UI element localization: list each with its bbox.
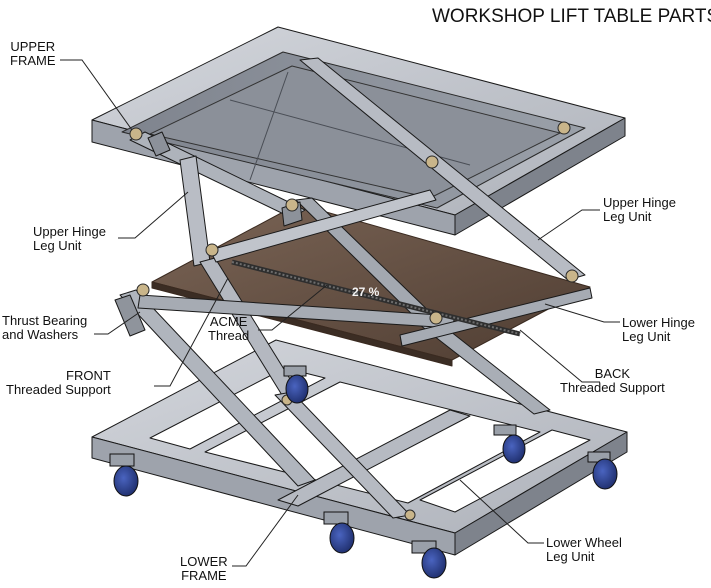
acme-thread-rod xyxy=(231,259,521,337)
caster-wheels xyxy=(109,365,618,579)
scissor-legs xyxy=(114,57,593,519)
caster-wheel xyxy=(323,511,355,554)
leader-back-support xyxy=(519,329,600,383)
upper-frame xyxy=(91,26,626,236)
pivot-bolts xyxy=(129,121,579,521)
leader-lower-hinge xyxy=(544,303,620,323)
leader-lower-wheel xyxy=(459,479,544,544)
leader-upper-frame xyxy=(60,59,133,131)
caster-wheel xyxy=(411,540,447,579)
zoom-percent-overlay: 27 % xyxy=(352,285,380,299)
caster-wheel xyxy=(283,365,309,404)
caster-wheel xyxy=(587,451,618,490)
caster-wheel xyxy=(493,424,526,464)
leader-lines xyxy=(60,59,620,567)
leader-upper-hinge-left xyxy=(118,191,189,239)
diagram-title: WORKSHOP LIFT TABLE PARTS xyxy=(432,6,711,27)
leader-upper-hinge-right xyxy=(537,209,600,241)
leader-thrust-bearing xyxy=(94,311,141,335)
caster-wheel xyxy=(109,453,139,497)
lower-frame xyxy=(91,339,628,556)
leader-acme-thread xyxy=(258,284,328,331)
leader-lower-frame xyxy=(232,494,299,567)
leader-front-support xyxy=(154,277,229,387)
